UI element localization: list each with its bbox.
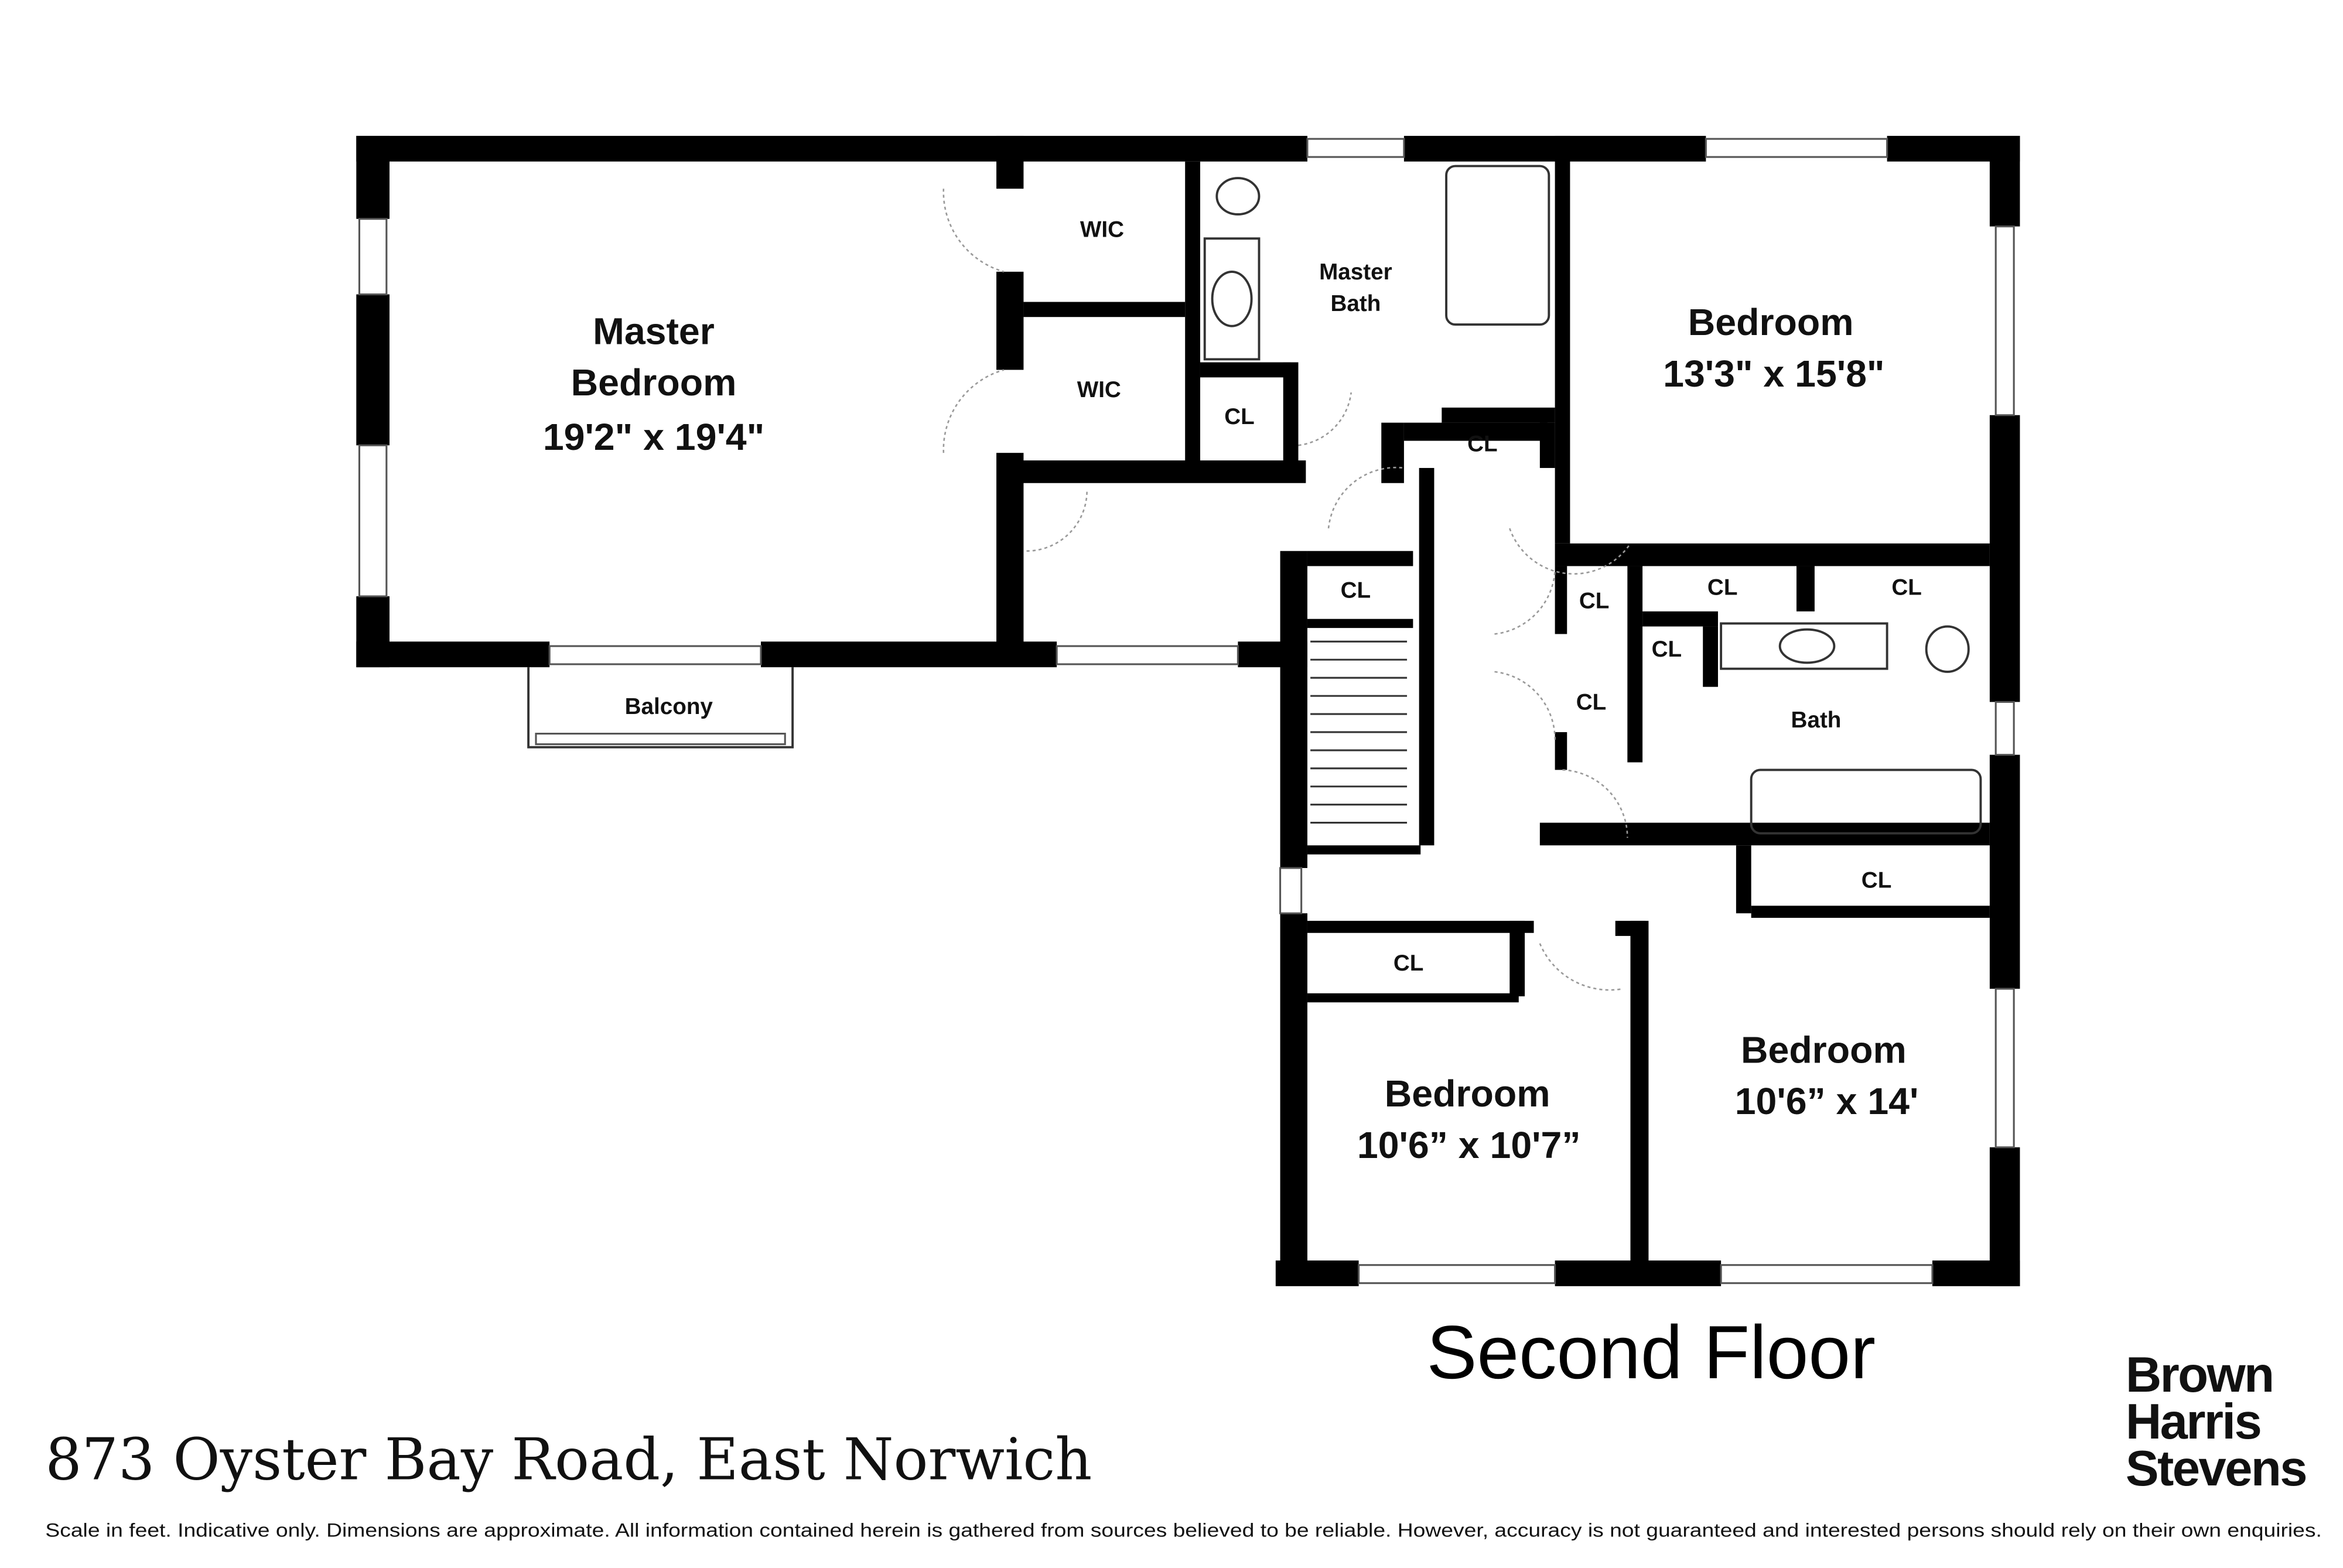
property-address: 873 Oyster Bay Road, East Norwich [45, 1427, 1092, 1494]
wall [1642, 611, 1718, 627]
wall [356, 135, 390, 219]
wall [996, 453, 1024, 650]
wall [1627, 566, 1643, 763]
wall [1185, 161, 1200, 472]
wall [1200, 362, 1291, 378]
closet-label: CL [1467, 432, 1498, 457]
closet-label: CL [1393, 951, 1424, 976]
wall [1509, 921, 1525, 996]
floor-title: Second Floor [1427, 1310, 1876, 1395]
wall [1751, 906, 1990, 918]
wall [1307, 993, 1519, 1003]
wall [1283, 362, 1299, 468]
wall [1989, 415, 2020, 702]
bedroom-label: Bedroom [1385, 1072, 1550, 1115]
fixtures [1203, 165, 1982, 835]
wall [1555, 732, 1567, 770]
brown-harris-stevens-logo: Brown Harris Stevens [2126, 1347, 2308, 1497]
wall [1307, 619, 1413, 628]
bath-label: Bath [1791, 708, 1842, 733]
closet-label: CL [1341, 578, 1371, 603]
closet-label: CL [1862, 867, 1892, 893]
staircase [1310, 640, 1408, 824]
wall [1796, 566, 1815, 612]
wall [1275, 1260, 1359, 1286]
wall [1023, 302, 1186, 317]
wall [1630, 921, 1649, 1268]
door-swings [942, 189, 1631, 991]
wall [1703, 626, 1718, 687]
wall [1615, 921, 1646, 936]
wic-label: WIC [1080, 217, 1124, 242]
wall [1989, 135, 2020, 227]
wall [1736, 845, 1751, 914]
bedroom-label: Bedroom [1741, 1029, 1907, 1071]
svg-text:Harris: Harris [2126, 1394, 2260, 1450]
room-labels: Master Bedroom 19'2" x 19'4" WIC WIC Mas… [543, 217, 1922, 1166]
closet-label: CL [1576, 689, 1607, 715]
bedroom-dims: 13'3" x 15'8" [1663, 353, 1884, 395]
wall [1307, 845, 1421, 855]
windows [358, 138, 2015, 1285]
wall [1003, 460, 1306, 483]
disclaimer: Scale in feet. Indicative only. Dimensio… [45, 1520, 2322, 1541]
balcony-label: Balcony [625, 694, 713, 719]
wall [1307, 921, 1534, 933]
bedroom-label: Bedroom [1688, 301, 1854, 343]
wall [1403, 422, 1548, 441]
wall [356, 641, 550, 668]
closet-label: CL [1224, 404, 1255, 429]
wall [1280, 551, 1307, 868]
walls [356, 135, 2020, 1286]
svg-text:Stevens: Stevens [2126, 1441, 2306, 1497]
wall [996, 135, 1024, 189]
wall [1307, 551, 1413, 566]
master-bedroom-label-2: Bedroom [571, 361, 737, 404]
wall [1419, 467, 1435, 846]
wall [1381, 422, 1404, 483]
wall [1932, 1260, 2020, 1286]
master-bedroom-label: Master [593, 310, 715, 353]
wall [1989, 754, 2020, 989]
wall [1555, 566, 1567, 634]
wall [996, 271, 1024, 370]
closet-label: CL [1707, 575, 1738, 600]
wall [1442, 407, 1555, 423]
master-bath-label: Master [1319, 259, 1392, 285]
wall [356, 135, 1307, 162]
svg-text:Brown: Brown [2126, 1347, 2273, 1403]
wall [356, 294, 390, 446]
wall [1539, 422, 1555, 468]
master-bedroom-dims: 19'2" x 19'4" [543, 416, 764, 458]
closet-label: CL [1891, 575, 1922, 600]
closet-label: CL [1652, 637, 1682, 662]
wall [1280, 913, 1307, 1283]
master-bath-label-2: Bath [1330, 291, 1381, 316]
wall [1555, 135, 1570, 544]
bedroom-dims: 10'6” x 14' [1735, 1080, 1919, 1122]
bedroom-dims: 10'6” x 10'7” [1357, 1124, 1581, 1166]
wic-label: WIC [1077, 377, 1121, 402]
balcony [527, 667, 794, 749]
closet-label: CL [1579, 589, 1610, 614]
